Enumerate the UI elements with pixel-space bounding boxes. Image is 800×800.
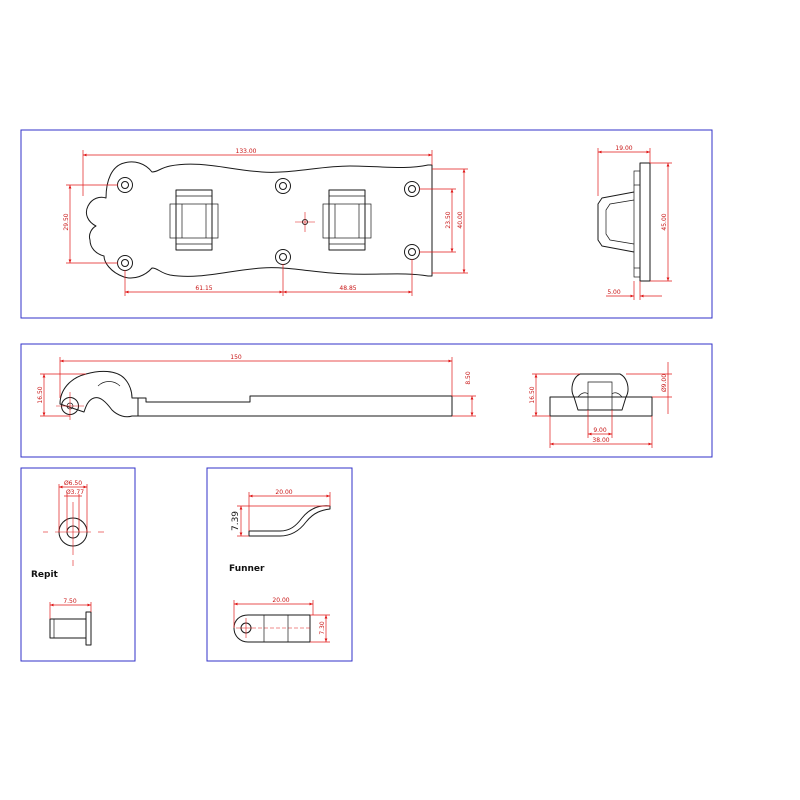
dim-side-height: 45.00: [650, 162, 672, 282]
dim-label-bar-thickness: 8.50: [465, 371, 472, 385]
dim-end-width: 38.00: [549, 416, 653, 448]
dim-label-side-width: 19.00: [615, 145, 632, 152]
dim-bar-thickness: 8.50: [452, 371, 476, 417]
dim-label-rivet-inner: Ø3.77: [66, 489, 84, 496]
dim-label-side-offset: 5.00: [607, 289, 621, 296]
mounting-hole-bc: [275, 249, 291, 265]
dim-label-end-width: 38.00: [592, 437, 609, 444]
dim-label-end-diameter: Ø9.00: [661, 374, 668, 392]
dim-rivet-outer: Ø6.50: [58, 480, 88, 532]
dim-label-side-height: 45.00: [661, 213, 668, 230]
dim-label-spring-bottom: 20.00: [272, 597, 289, 604]
rivet-view: Ø6.50 Ø3.77 Repit 7.50: [31, 480, 104, 646]
dim-height-29-50: 29.50: [63, 184, 118, 264]
view-frame-plate: [20, 129, 713, 319]
plate-outline: [85, 161, 433, 279]
dim-label-rivet-length: 7.50: [63, 598, 77, 605]
bar-end-view: 16.50 9.00 38.00 Ø9.00: [529, 362, 672, 448]
dim-length-133: 133.00: [82, 148, 433, 196]
dim-label-rivet-outer: Ø6.50: [64, 480, 82, 487]
mounting-hole-tl: [117, 177, 133, 193]
bar-guide-right: [322, 189, 372, 251]
rivet-label: Repit: [31, 570, 59, 580]
dim-label-spring-top: 20.00: [275, 489, 292, 496]
mounting-hole-bl: [117, 255, 133, 271]
mounting-hole-tr: [404, 181, 420, 197]
dim-label-length: 133.00: [236, 148, 257, 155]
dim-spring-bottom-height: 7.30: [310, 614, 330, 643]
dim-label-height-left: 29.50: [63, 213, 70, 230]
dim-end-height: 16.50: [529, 373, 580, 417]
center-hole: [295, 212, 315, 232]
dim-rivet-inner: Ø3.77: [64, 489, 84, 532]
dim-side-width: 19.00: [597, 145, 651, 196]
view-frame-bar: [20, 343, 713, 458]
dim-bar-hook-height: 16.50: [37, 373, 86, 417]
dim-rivet-length: 7.50: [49, 598, 92, 619]
plate-side-view: 19.00 45.00 5.00: [597, 145, 672, 300]
mounting-hole-br: [404, 244, 420, 260]
dim-label-spacing-1: 61.15: [195, 285, 212, 292]
dim-label-spring-bottom-height: 7.30: [319, 621, 326, 635]
dim-spring-bottom-length: 20.00: [233, 597, 314, 628]
dim-label-hook-height: 16.50: [37, 386, 44, 403]
dim-label-spacing-2: 48.85: [339, 285, 356, 292]
spring-view: 20.00 7.39 Funner 20.00 7.30: [229, 489, 331, 643]
mounting-hole-tc: [275, 178, 291, 194]
dim-label-outer-height: 40.00: [457, 211, 464, 228]
dim-spring-height: 7.39: [231, 505, 330, 537]
dim-end-diameter: Ø9.00: [626, 362, 672, 414]
dim-label-end-slot: 9.00: [593, 427, 607, 434]
dim-label-inner-height: 23.50: [445, 211, 452, 228]
dim-label-end-height: 16.50: [529, 386, 536, 403]
dim-end-slot: 9.00: [587, 410, 613, 438]
dim-right-heights: 23.50 40.00: [419, 168, 468, 274]
plate-top-view: 133.00 29.50 61.15 48.85 23.50 40.00: [63, 148, 468, 296]
dim-spacing: 61.15 48.85: [124, 259, 413, 296]
bar-side-view: 150 16.50 8.50: [37, 354, 476, 420]
view-frame-spring: [206, 467, 353, 662]
bar-guide-left: [169, 189, 219, 251]
spring-label: Funner: [229, 564, 265, 574]
dim-label-spring-height: 7.39: [231, 511, 241, 531]
dim-side-offset: 5.00: [606, 281, 662, 300]
dim-label-bar-length: 150: [230, 354, 242, 361]
view-frame-rivet: [20, 467, 136, 662]
dim-spring-top-length: 20.00: [248, 489, 331, 531]
dim-bar-length: 150: [59, 354, 453, 398]
